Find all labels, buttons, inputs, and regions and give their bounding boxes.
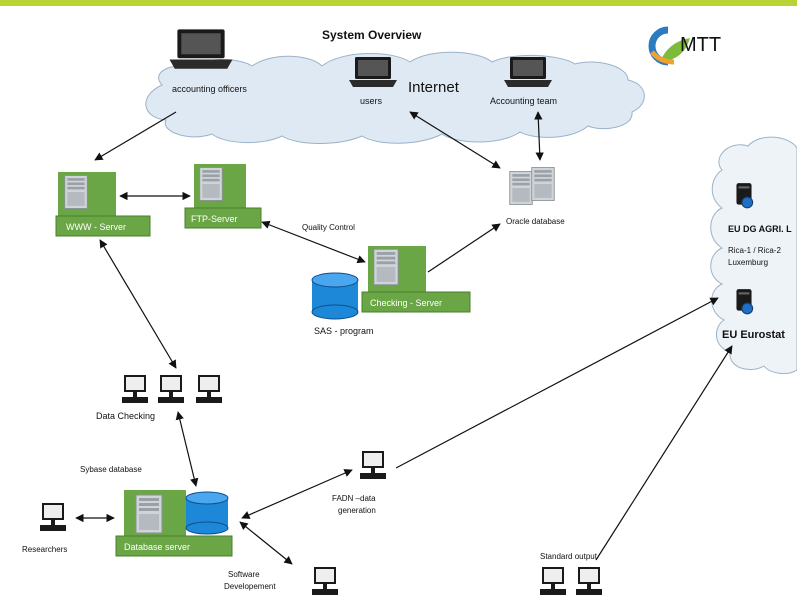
ftp-server-label: FTP-Server <box>191 214 238 224</box>
accounting-officers-label: accounting officers <box>172 84 247 94</box>
luxemburg-label: Luxemburg <box>728 258 768 267</box>
mtt-logo: MTT <box>648 26 721 66</box>
top-bar <box>0 0 797 6</box>
arrow-output-eurostat <box>595 345 733 561</box>
sybase-database-label: Sybase database <box>80 465 142 474</box>
accounting-team-label: Accounting team <box>490 96 557 106</box>
software-development-pc-icon <box>312 567 338 595</box>
arrow-ftp-checking <box>261 220 366 264</box>
arrow-team-oracle <box>534 111 544 161</box>
fadn-pc-icon <box>360 451 386 479</box>
researchers-label: Researchers <box>22 545 67 554</box>
fadn-label-line-1: FADN –data <box>332 494 376 503</box>
internet-label: Internet <box>408 79 460 96</box>
arrow-checking-oracle <box>427 223 501 273</box>
oracle-database-label: Oracle database <box>506 217 565 226</box>
logo-text: MTT <box>680 34 721 56</box>
users-laptop-icon <box>349 57 397 87</box>
eu-cloud <box>710 136 797 374</box>
arrow-datachecking-db <box>175 411 199 487</box>
oracle-database: Oracle database <box>506 167 565 226</box>
standard-output-label: Standard output <box>540 552 598 561</box>
researchers-pc-icon <box>40 503 66 531</box>
accounting-team-laptop-icon <box>504 57 552 87</box>
software-label-line-1: Software <box>228 570 260 579</box>
arrow-officers-to-www <box>94 111 177 161</box>
users-label: users <box>360 96 383 106</box>
standard-output-pc-icon-1 <box>540 567 566 595</box>
checking-server: Checking - Server <box>361 246 471 313</box>
data-checking-pc-icon-2 <box>158 375 184 403</box>
database-server: Database server <box>115 490 233 557</box>
data-checking-pc-icon-1 <box>122 375 148 403</box>
arrow-www-datachecking <box>99 239 177 369</box>
data-checking-label: Data Checking <box>96 411 155 421</box>
eu-eurostat-server-icon <box>735 288 754 315</box>
www-server-label: WWW - Server <box>66 222 126 232</box>
arrow-db-software <box>239 521 293 565</box>
fadn-label-line-2: generation <box>338 506 376 515</box>
arrow-fadn-eu <box>395 297 719 469</box>
arrow-db-fadn <box>241 469 353 519</box>
www-server: WWW - Server <box>55 172 151 237</box>
software-label-line-2: Developement <box>224 582 276 591</box>
rica-label: Rica-1 / Rica-2 <box>728 246 781 255</box>
sas-program-label: SAS - program <box>314 326 374 336</box>
checking-server-label: Checking - Server <box>370 298 442 308</box>
connector-arrows <box>75 111 733 565</box>
data-checking-pc-icon-3 <box>196 375 222 403</box>
ftp-server: FTP-Server <box>184 164 262 229</box>
arrow-users-oracle <box>409 111 501 169</box>
database-server-label: Database server <box>124 542 190 552</box>
accounting-officers-laptop-icon <box>169 29 233 69</box>
eu-dg-agri-label: EU DG AGRI. L <box>728 224 792 234</box>
standard-output-pc-icon-2 <box>576 567 602 595</box>
diagram-title: System Overview <box>322 28 422 42</box>
sas-cylinder-icon <box>311 272 359 320</box>
eu-dg-agri-server-icon <box>735 182 754 209</box>
eu-eurostat-label: EU Eurostat <box>722 329 785 341</box>
quality-control-label: Quality Control <box>302 223 355 232</box>
